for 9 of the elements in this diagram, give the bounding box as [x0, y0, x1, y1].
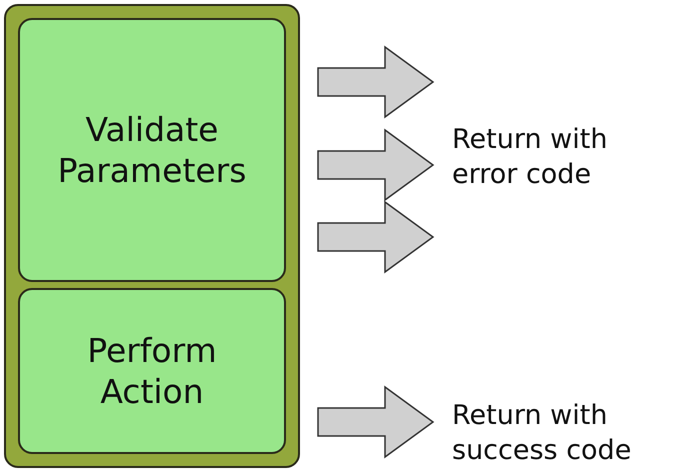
block-arrow [317, 200, 434, 274]
block-arrow [317, 386, 434, 458]
block-arrow [317, 128, 434, 202]
outer-panel [4, 4, 300, 468]
process-box: Validate Parameters [18, 18, 286, 282]
block-arrow [317, 46, 434, 118]
result-label: Return with success code [452, 398, 674, 470]
process-box: Perform Action [18, 288, 286, 454]
result-label: Return with error code [452, 122, 667, 206]
